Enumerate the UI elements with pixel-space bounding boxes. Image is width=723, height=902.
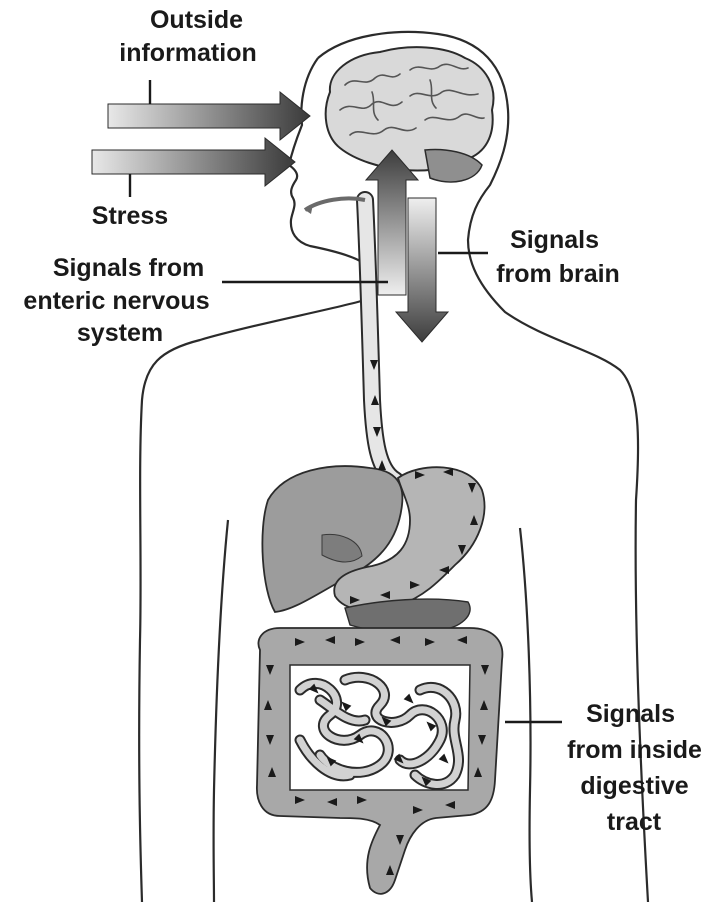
leader-lines [130,80,562,722]
label-outside-information-line: Outside [150,6,243,34]
label-signals-digestive-line: tract [607,808,662,836]
label-stress: Stress [92,202,168,230]
outside-information-arrow [108,92,310,140]
stress-arrow [92,138,295,186]
label-signals-brain: Signals from brain [496,226,620,288]
label-signals-enteric-line: enteric nervous [23,287,209,315]
label-signals-brain-line: Signals [510,226,599,254]
label-signals-digestive-line: digestive [580,772,688,800]
label-outside-information: Outside information [119,6,257,67]
label-signals-digestive-line: Signals [586,700,675,728]
label-signals-enteric: Signals from enteric nervous system [23,254,216,347]
label-signals-digestive-line: from inside [567,736,702,764]
label-signals-enteric-line: Signals from [53,254,204,282]
label-outside-information-line: information [119,39,257,67]
brain [326,47,494,182]
pancreas [345,599,470,632]
label-stress-line: Stress [92,202,168,230]
label-signals-enteric-line: system [77,319,163,347]
label-signals-brain-line: from brain [496,260,620,288]
label-signals-digestive: Signals from inside digestive tract [567,700,709,836]
